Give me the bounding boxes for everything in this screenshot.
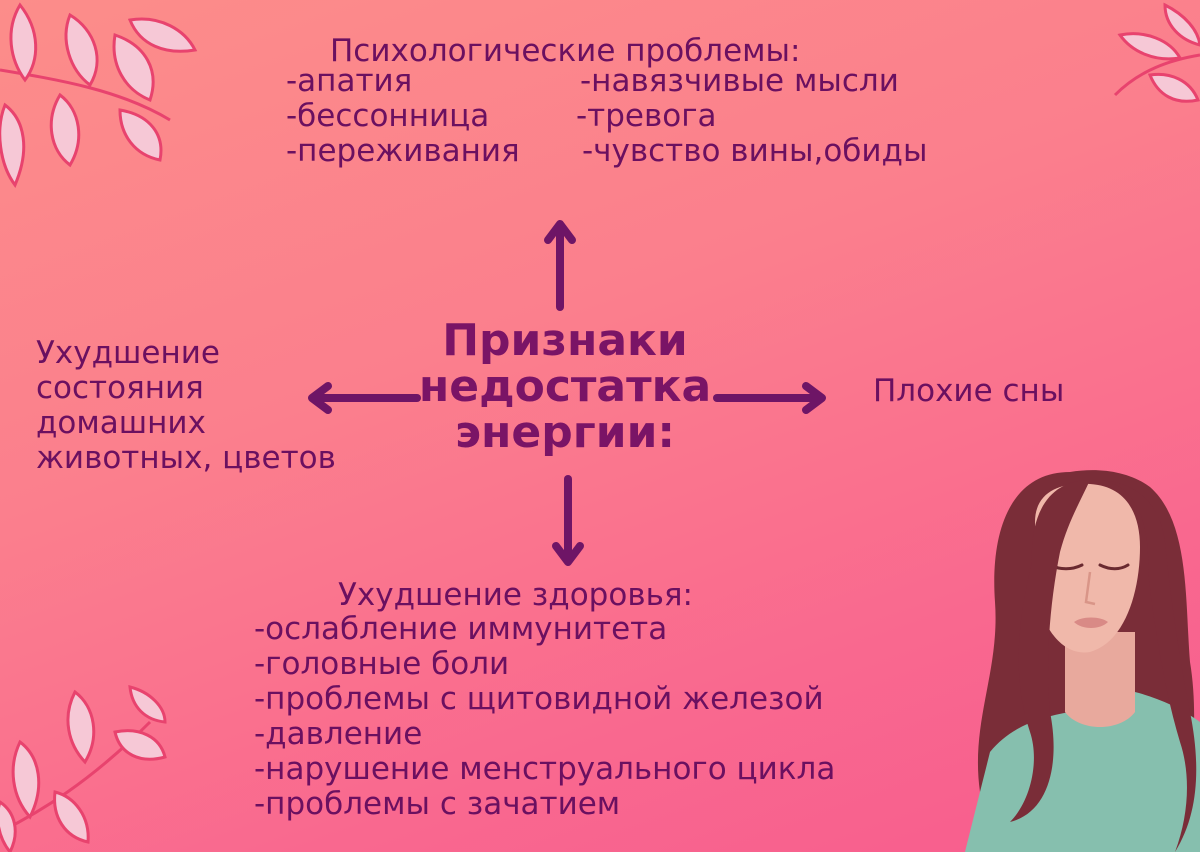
psychological-item: -апатия xyxy=(286,63,413,99)
center-title: Признаки недостатка энергии: xyxy=(380,318,750,456)
psychological-item: -переживания xyxy=(286,133,520,169)
leaf-branch-top-right-icon xyxy=(1113,2,1200,103)
left-block-line: домашних xyxy=(36,405,206,441)
arrow-up-icon xyxy=(544,220,576,311)
health-item: -головные боли xyxy=(254,646,510,682)
psychological-heading: Психологические проблемы: xyxy=(330,33,801,69)
arrow-right-icon xyxy=(713,382,826,414)
health-item: -нарушение менструального цикла xyxy=(254,751,836,787)
left-block-line: состояния xyxy=(36,370,204,406)
woman-illustration xyxy=(965,470,1200,852)
health-heading: Ухудшение здоровья: xyxy=(338,577,693,613)
psychological-list: -апатия -навязчивые мысли -бессонница -т… xyxy=(286,64,927,169)
psychological-item: -чувство вины,обиды xyxy=(582,133,928,169)
left-block: Ухудшение состояния домашних животных, ц… xyxy=(36,336,336,476)
arrow-left-icon xyxy=(308,382,421,414)
health-item: -проблемы с зачатием xyxy=(254,786,621,822)
health-list: -ослабление иммунитета -головные боли -п… xyxy=(254,612,835,822)
left-block-line: животных, цветов xyxy=(36,440,336,476)
center-title-line: Признаки xyxy=(442,315,688,366)
leaf-branch-bottom-left-icon xyxy=(0,685,167,852)
center-title-line: недостатка xyxy=(418,361,712,412)
health-item: -ослабление иммунитета xyxy=(254,611,668,647)
left-block-line: Ухудшение xyxy=(36,335,220,371)
leaf-branch-top-left-icon xyxy=(0,2,198,188)
psychological-item: -бессонница xyxy=(286,98,490,134)
psychological-item: -навязчивые мысли xyxy=(580,63,899,99)
health-item: -давление xyxy=(254,716,423,752)
health-item: -проблемы с щитовидной железой xyxy=(254,681,824,717)
arrow-down-icon xyxy=(552,475,584,566)
center-title-line: энергии: xyxy=(454,407,676,458)
psychological-item: -тревога xyxy=(576,98,717,134)
right-block-text: Плохие сны xyxy=(873,373,1065,409)
